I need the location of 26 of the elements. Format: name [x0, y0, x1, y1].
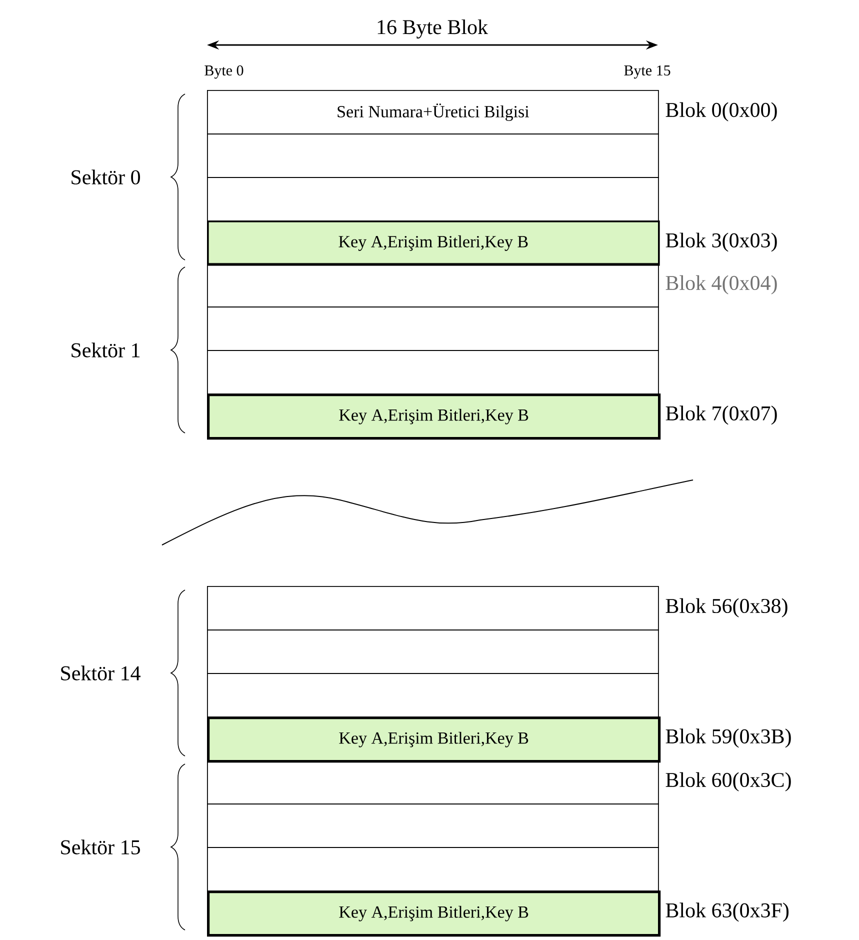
data-block-row — [207, 630, 659, 674]
data-block-row — [207, 760, 659, 804]
key-block-row: Key A,Erişim Bitleri,Key B — [207, 716, 661, 763]
data-block-row — [207, 586, 659, 630]
data-block-row — [207, 134, 659, 178]
block-label: Blok 3(0x03) — [666, 232, 777, 252]
block-label: Blok 7(0x07) — [666, 406, 777, 425]
block-label: Blok 59(0x3B) — [666, 728, 791, 748]
sector-label: Sektör 14 — [61, 666, 140, 680]
block-label: Blok 4(0x04) — [666, 275, 777, 294]
sector-label: Sektör 15 — [61, 840, 140, 854]
data-block-row — [207, 263, 659, 308]
data-block-row: Seri Numara+Üretici Bilgisi — [207, 90, 659, 134]
data-block-row — [207, 306, 659, 351]
byte-label: Byte 15 — [624, 65, 670, 79]
data-block-row — [207, 804, 659, 848]
block-label: Blok 56(0x38) — [666, 598, 788, 618]
key-block-row: Key A,Erişim Bitleri,Key B — [207, 890, 661, 937]
block-label: Blok 63(0x3F) — [666, 902, 789, 922]
sector-label: Sektör 0 — [72, 170, 140, 184]
block-label: Blok 0(0x00) — [666, 102, 777, 122]
sector-label: Sektör 1 — [72, 342, 140, 358]
key-block-row: Key A,Erişim Bitleri,Key B — [207, 220, 660, 266]
key-block-row: Key A,Erişim Bitleri,Key B — [207, 394, 661, 440]
dimension-label: 16 Byte Blok — [378, 19, 488, 39]
block-label: Blok 60(0x3C) — [666, 772, 791, 792]
